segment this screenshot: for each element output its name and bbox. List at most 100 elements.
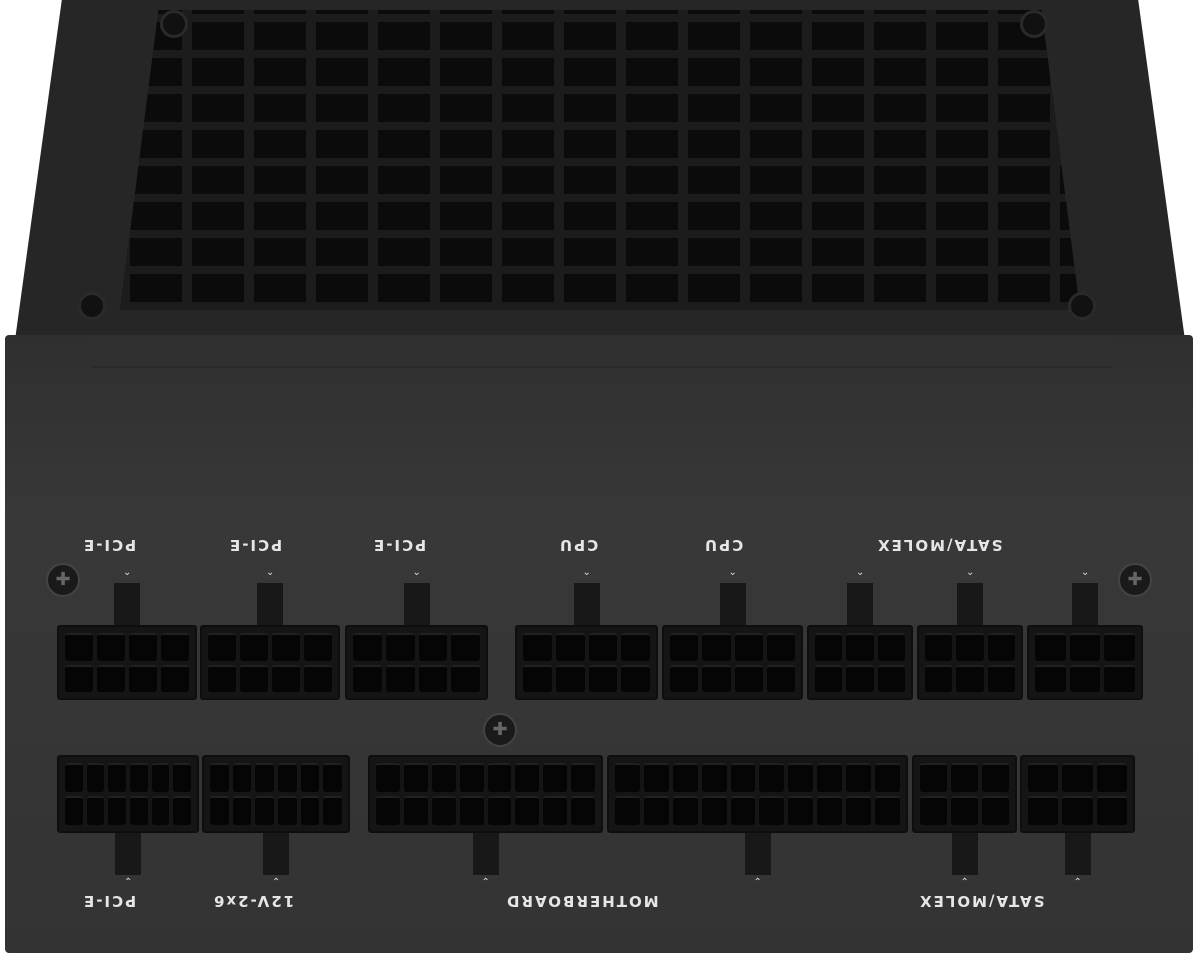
connector-pin: [385, 664, 415, 692]
power-connector[interactable]: [807, 625, 913, 700]
connector-pin: [670, 664, 699, 692]
connector-latch: [744, 833, 771, 875]
label-pcie-2: PCI-E: [228, 536, 283, 554]
power-connector[interactable]: [57, 755, 199, 833]
connector-pin: [451, 664, 480, 692]
connector-pin: [987, 633, 1015, 661]
connector-pin: [86, 796, 105, 825]
arrow-icon: ⌄: [582, 567, 591, 578]
connector-pin: [300, 796, 320, 825]
connector-pin: [621, 664, 650, 692]
connector-pin: [734, 664, 763, 692]
label-pcie-1: PCI-E: [82, 536, 137, 554]
label-pcie-3: PCI-E: [372, 536, 427, 554]
connector-pin: [403, 763, 428, 792]
connector-pin: [701, 796, 727, 825]
connector-pin: [208, 664, 236, 692]
connector-latch: [719, 583, 746, 625]
connector-pin: [97, 633, 125, 661]
connector-latch: [573, 583, 600, 625]
connector-pin: [543, 763, 568, 792]
connector-pin: [86, 763, 105, 792]
arrow-icon: ⌃: [124, 877, 133, 888]
power-connector[interactable]: [607, 755, 908, 833]
connector-pin: [588, 633, 618, 661]
connector-pin: [846, 796, 872, 825]
connector-pin: [272, 633, 300, 661]
connector-pin: [385, 633, 415, 661]
power-connector[interactable]: [202, 755, 350, 833]
label-sata-molex-bottom: SATA/MOLEX: [918, 892, 1045, 910]
arrow-icon: ⌄: [412, 567, 421, 578]
connector-pin: [672, 763, 698, 792]
connector-pin: [702, 633, 731, 661]
power-connector[interactable]: [515, 625, 658, 700]
connector-pin: [543, 796, 568, 825]
connector-pin: [956, 664, 984, 692]
connector-pin: [1035, 664, 1066, 692]
connector-pin: [734, 633, 763, 661]
connector-pin: [615, 763, 640, 792]
connector-pin: [161, 664, 189, 692]
connector-pin: [255, 796, 274, 825]
connector-pin: [817, 763, 843, 792]
connector-pin: [304, 664, 332, 692]
connector-pin: [353, 633, 382, 661]
connector-pin: [701, 763, 727, 792]
connector-pin: [173, 796, 191, 825]
power-connector[interactable]: [368, 755, 603, 833]
screw-icon: ✚: [46, 563, 80, 597]
connector-pin: [925, 664, 953, 692]
connector-pin: [418, 633, 448, 661]
connector-pin: [277, 796, 297, 825]
connector-pin: [240, 664, 268, 692]
connector-pin: [1062, 763, 1093, 792]
connector-pin: [702, 664, 731, 692]
power-connector[interactable]: [57, 625, 197, 700]
connector-pin: [272, 664, 300, 692]
arrow-icon: ⌄: [266, 567, 275, 578]
power-connector[interactable]: [1020, 755, 1135, 833]
connector-pin: [815, 664, 843, 692]
connector-pin: [255, 763, 274, 792]
power-connector[interactable]: [917, 625, 1023, 700]
arrow-icon: ⌃: [753, 877, 762, 888]
connector-pin: [304, 633, 332, 661]
connector-pin: [323, 763, 342, 792]
connector-pin: [846, 633, 874, 661]
connector-pin: [875, 763, 900, 792]
arrow-icon: ⌃: [1073, 877, 1082, 888]
connector-pin: [643, 796, 669, 825]
mount-hole: [1020, 10, 1048, 38]
arrow-icon: ⌄: [123, 567, 132, 578]
connector-pin: [232, 763, 252, 792]
connector-latch: [114, 583, 140, 625]
connector-pin: [670, 633, 699, 661]
connector-pin: [418, 664, 448, 692]
power-connector[interactable]: [912, 755, 1017, 833]
connector-pin: [571, 796, 595, 825]
connector-pin: [108, 763, 126, 792]
power-connector[interactable]: [662, 625, 803, 700]
connector-pin: [615, 796, 640, 825]
connector-pin: [65, 796, 83, 825]
connector-latch: [472, 833, 499, 875]
connector-pin: [523, 633, 552, 661]
connector-pin: [951, 763, 978, 792]
connector-pin: [240, 633, 268, 661]
connector-latch: [951, 833, 978, 875]
connector-pin: [210, 796, 229, 825]
power-connector[interactable]: [345, 625, 488, 700]
connector-pin: [129, 664, 157, 692]
connector-latch: [957, 583, 983, 625]
power-connector[interactable]: [1027, 625, 1143, 700]
screw-icon: ✚: [483, 713, 517, 747]
label-motherboard: MOTHERBOARD: [505, 892, 659, 910]
connector-pin: [788, 763, 814, 792]
connector-pin: [1028, 763, 1059, 792]
power-connector[interactable]: [200, 625, 340, 700]
fan-grill: [120, 10, 1080, 310]
connector-pin: [523, 664, 552, 692]
connector-latch: [263, 833, 289, 875]
connector-pin: [846, 664, 874, 692]
